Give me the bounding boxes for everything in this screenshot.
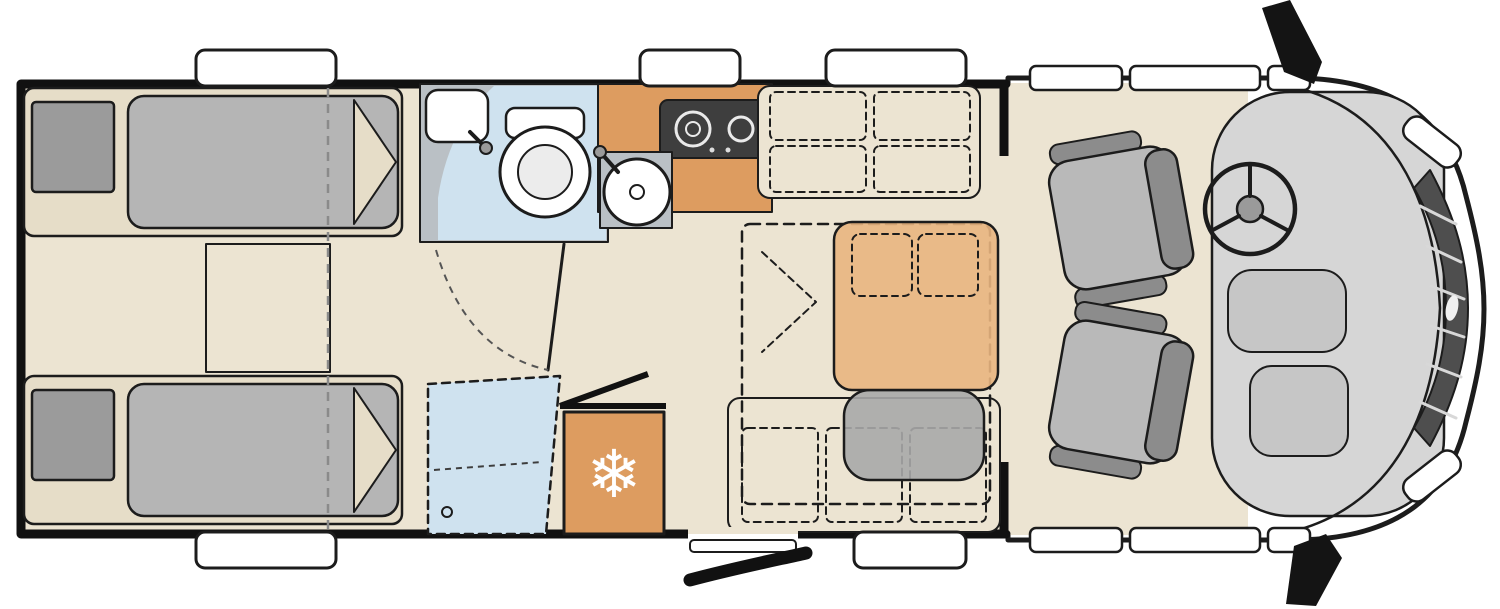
- bed-top: [22, 86, 404, 238]
- dinette-table: [832, 220, 1000, 392]
- kitchen-sink: [602, 157, 672, 227]
- front-bench-outline: [757, 85, 981, 199]
- shower-seat-line: [433, 461, 543, 471]
- grille-hatch-line: [1418, 204, 1458, 226]
- bench-backrest-outline: [769, 91, 867, 141]
- dash-console: [1249, 365, 1349, 457]
- bed-headboard-cushion: [30, 100, 116, 194]
- hob-burner-small: [727, 115, 755, 143]
- fridge-flap-line: [558, 371, 650, 409]
- blanket-fold-outline: [761, 251, 817, 353]
- side-seat-cushion: [842, 388, 986, 482]
- bathroom-sink: [424, 88, 490, 144]
- bench-seat-outline: [873, 145, 971, 193]
- dinette-front-bench: [757, 85, 981, 199]
- entry-step-swoosh: [683, 546, 813, 587]
- kitchen-faucet-knob: [593, 145, 607, 159]
- bed-bottom: [22, 374, 404, 526]
- hob-burner-large: [674, 110, 712, 148]
- roof-hatches: [194, 48, 968, 570]
- grille-hatch-line: [1429, 324, 1466, 339]
- shower-tray: [426, 374, 562, 536]
- roof-hatch: [194, 48, 338, 88]
- hob-burner-large-inner: [685, 121, 701, 137]
- shower-drain: [441, 506, 453, 518]
- cab-window: [1028, 526, 1124, 554]
- brand-mark: [1445, 295, 1459, 321]
- bed-side-console: [205, 243, 331, 373]
- bathroom-door-leaf: [546, 242, 566, 372]
- bathroom-faucet-knob: [479, 141, 493, 155]
- blanket-fold: [353, 99, 397, 225]
- side-mirror-bottom-icon: [1286, 534, 1342, 606]
- headlight-top-icon: [1401, 115, 1463, 169]
- grille-hatch-line: [1425, 244, 1463, 264]
- seat-backrest: [1144, 148, 1195, 270]
- hob-knob: [709, 147, 715, 153]
- headlight-bottom-icon: [1401, 449, 1463, 503]
- fridge: [562, 410, 666, 536]
- wheel-spoke: [1259, 214, 1291, 233]
- roof-hatch: [194, 530, 338, 570]
- snowflake-icon: ❄: [586, 436, 641, 513]
- entry-step: [689, 539, 797, 553]
- entry-door-gap-outer: [688, 534, 798, 541]
- toilet-bowl-inner: [517, 144, 573, 200]
- grille-hatch-line: [1418, 400, 1458, 420]
- cab-window: [1028, 64, 1124, 92]
- bed-mattress: [126, 382, 400, 518]
- engine-grille: [1413, 169, 1469, 447]
- bed-pillow-outline: [917, 233, 979, 297]
- grille-hatch-line: [1429, 284, 1466, 301]
- grille-hatch-line: [1425, 362, 1463, 379]
- bathroom-door-swing: [435, 249, 549, 371]
- hob-knob: [725, 147, 731, 153]
- cab-seat-driver: [1047, 130, 1195, 310]
- steering-wheel-icon: [1202, 161, 1298, 257]
- cab-seat-passenger: [1047, 300, 1195, 480]
- roof-hatch: [824, 48, 968, 88]
- bed-headboard-cushion: [30, 388, 116, 482]
- kitchen-sink-drain: [629, 184, 645, 200]
- bench-backrest-outline: [873, 91, 971, 141]
- seat-backrest: [1144, 340, 1195, 462]
- windshield-line: [1296, 86, 1442, 532]
- bed-pillow-outline: [851, 233, 913, 297]
- roof-hatch: [638, 48, 742, 88]
- wheel-hub: [1235, 194, 1265, 224]
- bed-mattress: [126, 94, 400, 230]
- cab-window: [1128, 526, 1262, 554]
- entry-door-gap-inner: [688, 527, 798, 534]
- cab-window: [1128, 64, 1262, 92]
- blanket-fold: [353, 387, 397, 513]
- center-console: [1227, 269, 1347, 353]
- grille-hatch: [1418, 204, 1466, 420]
- side-mirror-top-icon: [1262, 0, 1322, 84]
- bench-seat-outline: [769, 145, 867, 193]
- wheel-spoke: [1209, 214, 1241, 233]
- roof-hatch: [852, 530, 968, 570]
